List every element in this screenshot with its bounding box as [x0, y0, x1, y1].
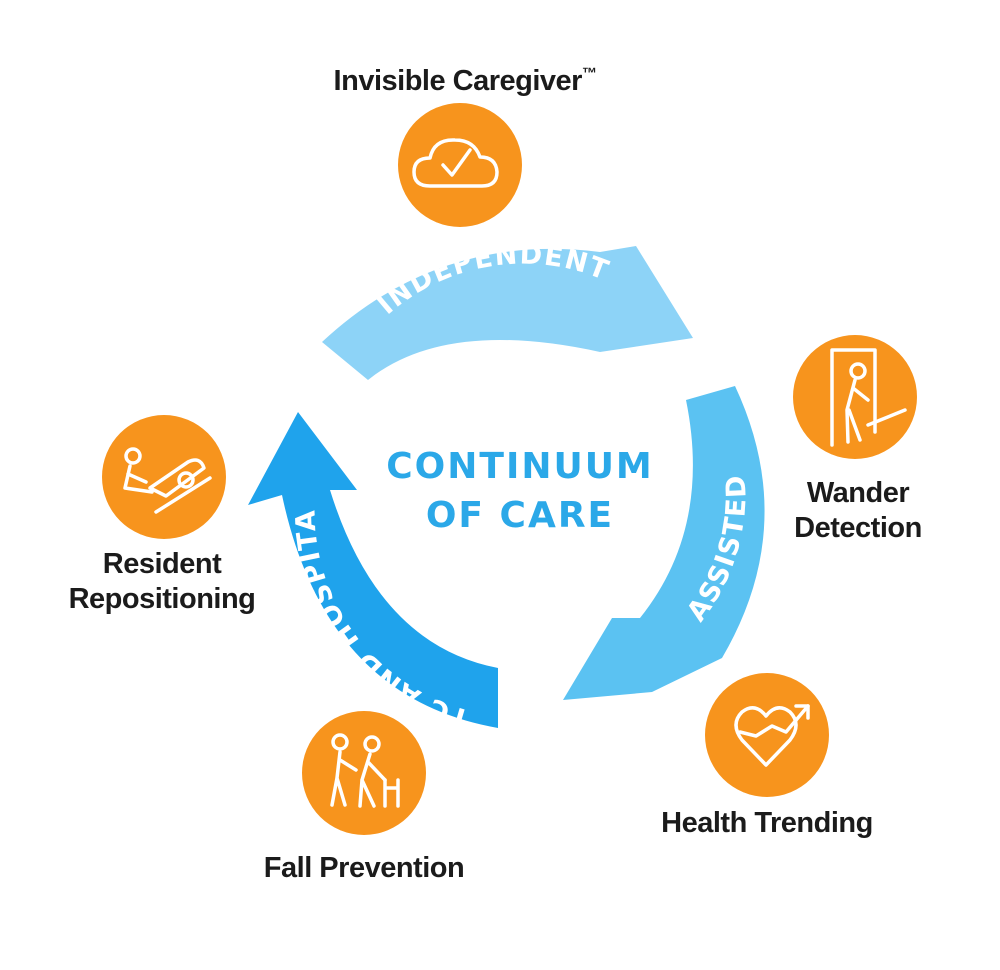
arrow-ltc	[248, 412, 498, 728]
service-fall-prevention: Fall Prevention	[264, 711, 465, 884]
service-health-trending: Health Trending	[661, 673, 873, 839]
center-title-line-1: CONTINUUM	[386, 446, 654, 487]
trademark-mark: ™	[582, 65, 597, 82]
service-label-line-1: Resident	[103, 548, 222, 580]
service-label-line-2: Detection	[794, 512, 922, 544]
service-label-line-1: Wander	[807, 477, 909, 509]
walker-assist-icon	[330, 733, 400, 808]
service-label: Invisible Caregiver	[334, 65, 583, 97]
service-resident-repositioning: Resident Repositioning	[69, 415, 256, 615]
heart-trend-icon	[734, 704, 810, 767]
service-wander-detection: Wander Detection	[793, 335, 922, 544]
svg-text:Invisible Caregiver™: Invisible Caregiver™	[334, 65, 597, 97]
cloud-check-icon	[412, 138, 499, 188]
service-label: Health Trending	[661, 807, 873, 839]
service-label-line-2: Repositioning	[69, 583, 256, 615]
service-label: Fall Prevention	[264, 852, 464, 884]
service-icon-badge	[705, 673, 829, 797]
service-icon-badge	[793, 335, 917, 459]
arrow-independent	[322, 246, 693, 380]
bed-reposition-icon	[123, 447, 212, 514]
service-invisible-caregiver: Invisible Caregiver™	[334, 65, 597, 227]
door-wander-icon	[830, 348, 907, 447]
center-title-line-2: OF CARE	[426, 495, 614, 536]
arrow-assisted	[563, 386, 765, 700]
stage-arrows	[248, 246, 765, 728]
